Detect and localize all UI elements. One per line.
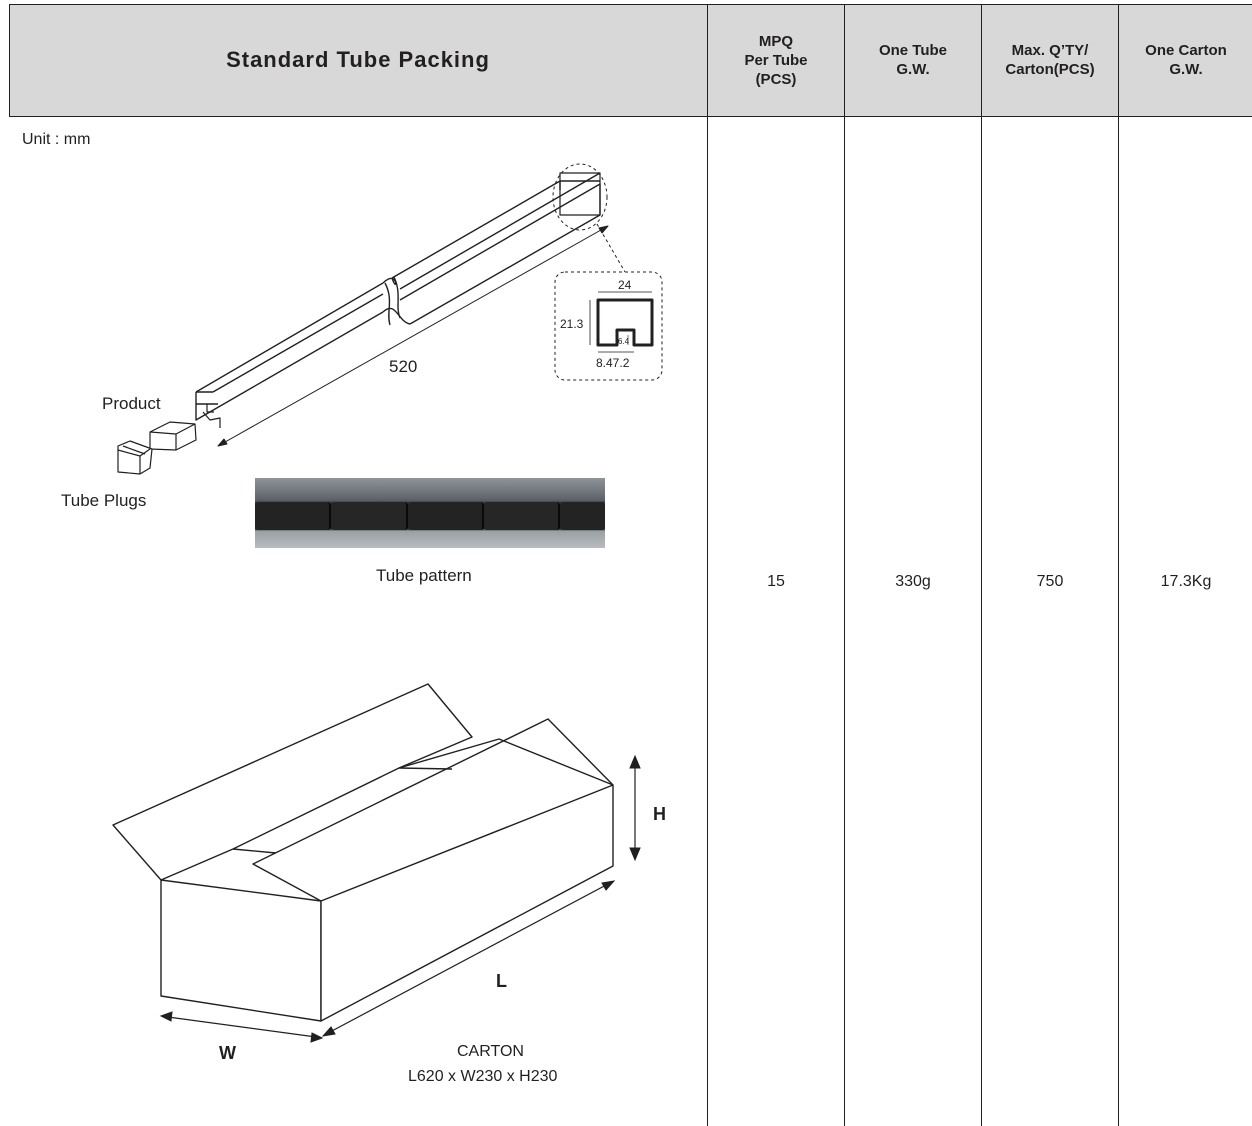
header-max-qty-line1: Max. Q’TY/ xyxy=(1011,42,1089,59)
detail-circle xyxy=(552,163,608,231)
header-carton-gw-line2: G.W. xyxy=(1169,61,1203,78)
header-title: Standard Tube Packing xyxy=(9,4,707,116)
tube-plug-illustration xyxy=(117,440,153,475)
tube-pattern-photo xyxy=(255,478,605,548)
section-bottom-label: 8.47.2 xyxy=(596,356,630,370)
header-tube-gw-line1: One Tube xyxy=(878,42,948,59)
cross-section-profile xyxy=(596,298,654,347)
tube-body xyxy=(195,172,601,428)
carton-dimensions: L620 x W230 x H230 xyxy=(408,1068,558,1085)
length-dimension xyxy=(321,880,616,1037)
column-divider xyxy=(1118,4,1119,1126)
tube-pattern-label: Tube pattern xyxy=(376,566,472,585)
header-max-qty-line2: Carton(PCS) xyxy=(1005,61,1095,78)
max-qty-value: 750 xyxy=(1036,573,1064,590)
carton-gw-value: 17.3Kg xyxy=(1160,573,1212,590)
section-width-label: 24 xyxy=(618,278,632,292)
product-illustration xyxy=(149,421,197,451)
unit-label: Unit : mm xyxy=(22,131,91,148)
header-max-qty: Max. Q’TY/ Carton(PCS) xyxy=(982,4,1118,116)
column-divider xyxy=(981,4,982,1126)
header-carton-gw: One Carton G.W. xyxy=(1119,4,1252,116)
height-dimension xyxy=(629,754,641,862)
tube-gw-value: 330g xyxy=(895,573,931,590)
header-carton-gw-line1: One Carton xyxy=(1145,42,1227,59)
carton-drawing: H L W xyxy=(112,683,666,1063)
header-mpq-line2: Per Tube xyxy=(744,51,808,69)
section-slot-label: 6.4 xyxy=(618,337,630,346)
header-mpq-line3: (PCS) xyxy=(755,70,797,88)
carton-l-label: L xyxy=(496,971,507,991)
tube-length-label: 520 xyxy=(389,357,418,376)
product-label: Product xyxy=(102,394,161,413)
length-dimension xyxy=(217,225,609,447)
header-tube-gw: One Tube G.W. xyxy=(845,4,981,116)
tube-drawing: 24 21.3 6.4 8.47.2 xyxy=(117,163,663,475)
cross-section-box xyxy=(554,271,663,381)
header-mpq: MPQ Per Tube (PCS) xyxy=(708,4,844,116)
carton-w-label: W xyxy=(219,1043,236,1063)
carton-h-label: H xyxy=(653,804,666,824)
table-left-border xyxy=(9,4,10,116)
table-top-border xyxy=(9,4,1252,5)
packing-table: Standard Tube Packing MPQ Per Tube (PCS)… xyxy=(9,4,1252,1126)
tube-plugs-label: Tube Plugs xyxy=(61,491,147,510)
mpq-value: 15 xyxy=(767,573,785,590)
carton-title: CARTON xyxy=(457,1043,524,1060)
column-divider xyxy=(707,4,708,1126)
header-tube-gw-line2: G.W. xyxy=(896,61,930,78)
section-height-label: 21.3 xyxy=(560,317,584,331)
header-mpq-line1: MPQ xyxy=(758,32,794,50)
width-dimension xyxy=(159,1011,324,1043)
column-divider xyxy=(844,4,845,1126)
header-bottom-border xyxy=(9,116,1252,117)
